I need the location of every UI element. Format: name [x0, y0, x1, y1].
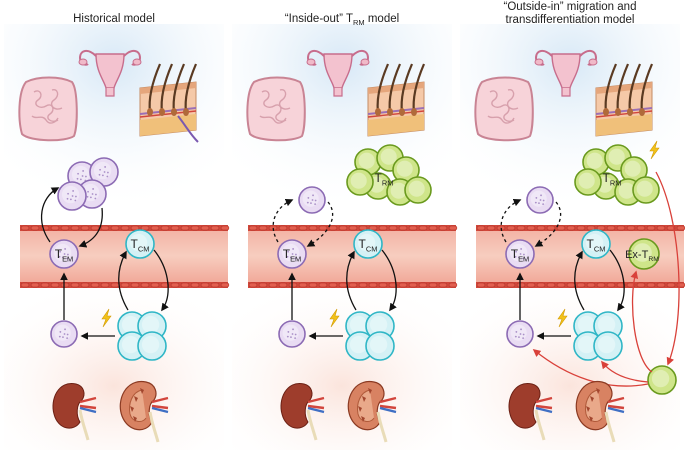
tem-cluster-cell: [89, 157, 119, 187]
panel-3: “Outside-in” migration andtransdifferent…: [460, 1, 685, 450]
panel-title: Historical model: [73, 13, 155, 25]
tem-label: TEM: [283, 247, 302, 263]
tcm-cluster-cell: [137, 331, 167, 361]
tem-cell-tissue: [526, 186, 554, 214]
ex-trm-cell: [628, 238, 660, 270]
skin-icon: [595, 63, 654, 137]
trm-cluster-cell: [620, 156, 648, 184]
svg-text:“Outside-in” migration and: “Outside-in” migration and: [504, 1, 637, 13]
arrow-to-tem: [532, 349, 649, 387]
panel-title: “Outside-in” migration andtransdifferent…: [504, 1, 637, 26]
tem-cell-lymph: [50, 320, 78, 348]
kidney-icon: [52, 383, 97, 441]
intestine-icon: [18, 76, 78, 142]
arrow-to-tcm: [601, 360, 649, 383]
arrow-cluster-to-tcm: [346, 250, 357, 311]
tem-cell-vessel: [277, 239, 307, 269]
tem-label: TEM: [55, 247, 74, 263]
arrow-trm-egress: [655, 171, 680, 366]
tcm-cluster-cell: [593, 331, 623, 361]
tem-cluster-cell: [57, 181, 87, 211]
tcm-cell-vessel: [353, 229, 383, 259]
trm-cluster-cell: [632, 176, 660, 204]
arrow-tcm-to-cluster: [153, 249, 169, 312]
tem-cell-tissue: [298, 186, 326, 214]
intestine-icon: [474, 76, 534, 142]
arrow-cluster-to-tcm: [118, 250, 129, 311]
lightning-icon: [329, 308, 340, 328]
skin-icon: [367, 63, 426, 137]
tem-cell-lymph: [278, 320, 306, 348]
trm-cluster-cell: [574, 168, 602, 196]
arrow-to-tissue: [272, 198, 294, 243]
svg-text:Historical model: Historical model: [73, 13, 155, 25]
kidney-icon: [508, 383, 553, 441]
tem-cell-vessel: [505, 239, 535, 269]
arrow-from-tissue: [78, 207, 103, 248]
lightning-icon: [557, 308, 568, 328]
tcm-cell-vessel: [125, 229, 155, 259]
trm-label: TRM: [375, 171, 394, 187]
kidney-icon: [280, 383, 325, 441]
arrow-cluster-to-tcm: [574, 250, 585, 311]
tcm-label: TCM: [131, 237, 150, 253]
arrow-tcm-to-cluster: [381, 249, 397, 312]
tcm-cluster-cell: [365, 331, 395, 361]
uterus-icon: [306, 50, 370, 97]
intestine-icon: [246, 76, 306, 142]
trm-cluster-cell: [404, 176, 432, 204]
skin-icon: [139, 63, 199, 143]
arrow-from-tissue: [306, 201, 334, 247]
arrow-to-tissue: [40, 187, 60, 243]
lightning-icon: [649, 140, 660, 160]
trm-cluster-cell: [392, 156, 420, 184]
tem-label: TEM: [511, 247, 530, 263]
arrow-tcm-to-cluster: [609, 249, 625, 312]
svg-text:“Inside-out” TRM model: “Inside-out” TRM model: [285, 13, 399, 27]
trm-label: TRM: [603, 171, 622, 187]
ex-trm-label: Ex-TRM: [625, 249, 659, 263]
tcm-cell-vessel: [581, 229, 611, 259]
arrow-to-ex-trm: [630, 270, 653, 373]
lightning-icon: [101, 308, 112, 328]
uterus-icon: [78, 50, 142, 97]
tcm-label: TCM: [359, 237, 378, 253]
panel-title: “Inside-out” TRM model: [285, 13, 399, 27]
arrow-to-tissue: [500, 198, 522, 243]
kidney-section-icon: [347, 381, 397, 443]
kidney-section-icon: [119, 381, 169, 443]
svg-text:transdifferentiation model: transdifferentiation model: [506, 14, 635, 26]
trm-cluster-cell: [346, 168, 374, 196]
uterus-icon: [534, 50, 598, 97]
kidney-section-icon: [575, 381, 625, 443]
tcm-label: TCM: [587, 237, 606, 253]
tem-cell-vessel: [49, 239, 79, 269]
arrow-from-tissue: [534, 201, 562, 247]
trm-cell-circulating: [647, 365, 677, 395]
tem-cell-lymph: [506, 320, 534, 348]
